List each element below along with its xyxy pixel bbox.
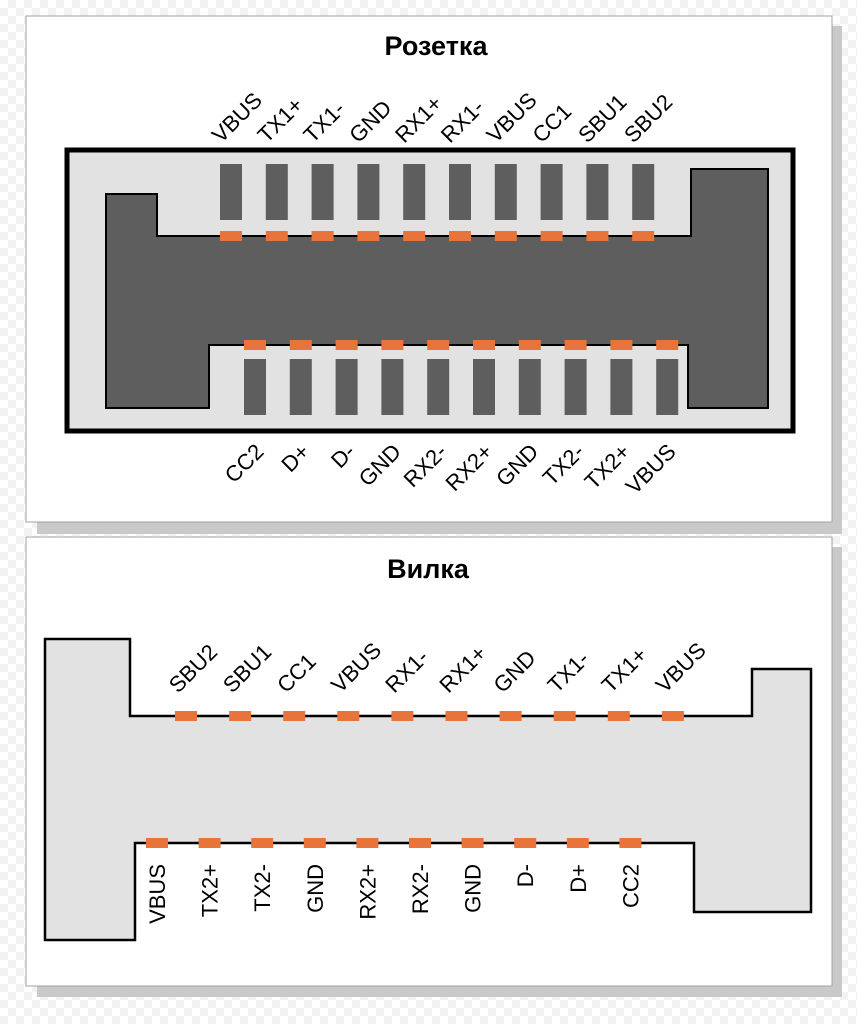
- plug-bottom-contact: [514, 838, 537, 848]
- plug-bottom-pin-label: D+: [566, 864, 591, 893]
- socket-bottom-slot: [289, 359, 312, 415]
- plug-top-contact: [553, 711, 576, 721]
- socket-top-slot: [311, 164, 334, 220]
- socket-top-contact: [632, 231, 655, 241]
- socket-top-contact: [403, 231, 426, 241]
- socket-top-slot: [494, 164, 517, 220]
- socket-bottom-slot: [656, 359, 679, 415]
- socket-top-contact: [586, 231, 609, 241]
- plug-top-contact: [175, 711, 197, 721]
- plug-bottom-contact: [198, 838, 221, 848]
- plug-bottom-contact: [146, 838, 168, 848]
- plug-top-contacts: [175, 711, 684, 721]
- socket-bottom-contacts: [244, 340, 679, 350]
- socket-top-slot: [540, 164, 563, 220]
- socket-top-slot: [586, 164, 609, 220]
- socket-bottom-contact: [289, 340, 312, 350]
- socket-top-contact: [540, 231, 563, 241]
- socket-bottom-contact: [656, 340, 679, 350]
- plug-body: [43, 637, 813, 942]
- socket-bottom-contact: [564, 340, 587, 350]
- socket-top-contact: [265, 231, 288, 241]
- plug-top-contact: [661, 711, 684, 721]
- socket-top-slot: [632, 164, 655, 220]
- socket-bottom-slot: [518, 359, 541, 415]
- socket-bottom-contact: [473, 340, 495, 350]
- socket-bottom-slot: [427, 359, 450, 415]
- plug-bottom-contact: [251, 838, 274, 848]
- plug-bottom-pin-label: RX2-: [408, 864, 433, 914]
- socket-bottom-contact: [244, 340, 266, 350]
- socket-bottom-contact: [381, 340, 404, 350]
- socket-bottom-contact: [427, 340, 450, 350]
- plug-bottom-pin-label: TX2-: [250, 864, 275, 912]
- socket-bottom-slot: [244, 359, 266, 415]
- plug-bottom-contact: [461, 838, 484, 848]
- socket-bottom-slot: [564, 359, 587, 415]
- socket-top-contacts: [220, 231, 655, 241]
- socket-bottom-slot: [473, 359, 495, 415]
- plug-top-contact: [607, 711, 630, 721]
- socket-bottom-slots: [244, 359, 679, 415]
- plug-top-contact: [229, 711, 252, 721]
- plug-bottom-pin-label: GND: [303, 864, 328, 913]
- socket-bottom-slot: [335, 359, 358, 415]
- plug-bottom-pin-label: D-: [513, 864, 538, 887]
- plug-bottom-contact: [619, 838, 642, 848]
- plug-bottom-pin-label: VBUS: [145, 864, 170, 924]
- plug-bottom-contact: [409, 838, 431, 848]
- plug-bottom-pin-label: GND: [461, 864, 486, 913]
- socket-title: Розетка: [385, 31, 489, 61]
- plug-bottom-pin-label: RX2+: [355, 864, 380, 920]
- socket-top-slots: [220, 164, 655, 220]
- plug-top-contact: [391, 711, 414, 721]
- socket-bottom-contact: [518, 340, 541, 350]
- socket-top-slot: [265, 164, 288, 220]
- socket-bottom-slot: [610, 359, 633, 415]
- socket-bottom-contact: [335, 340, 358, 350]
- plug-title: Вилка: [387, 554, 470, 584]
- socket-top-slot: [357, 164, 380, 220]
- socket-top-contact: [494, 231, 517, 241]
- socket-panel: Розетка VBUSTX1+TX1-GNDRX1+RX1-VBUSCC1SB…: [25, 15, 842, 534]
- plug-bottom-pin-label: CC2: [618, 864, 643, 908]
- plug-top-contact: [445, 711, 468, 721]
- plug-top-contact: [283, 711, 306, 721]
- plug-bottom-pin-label: TX2+: [198, 864, 223, 917]
- socket-bottom-slot: [381, 359, 404, 415]
- socket-tongue: [105, 168, 769, 409]
- socket-top-contact: [449, 231, 471, 241]
- plug-bottom-contact: [566, 838, 589, 848]
- socket-top-contact: [357, 231, 380, 241]
- socket-bottom-contact: [610, 340, 633, 350]
- plug-top-contact: [337, 711, 360, 721]
- plug-bottom-contact: [356, 838, 379, 848]
- plug-bottom-contact: [303, 838, 326, 848]
- plug-bottom-contacts: [146, 838, 642, 848]
- socket-top-slot: [449, 164, 471, 220]
- socket-top-slot: [403, 164, 426, 220]
- plug-top-contact: [499, 711, 522, 721]
- plug-bottom-labels: VBUS TX2+ TX2- GND RX2+ RX2- GND D- D+ CC2: [145, 864, 643, 924]
- socket-top-contact: [311, 231, 334, 241]
- socket-top-contact: [220, 231, 242, 241]
- socket-top-slot: [220, 164, 242, 220]
